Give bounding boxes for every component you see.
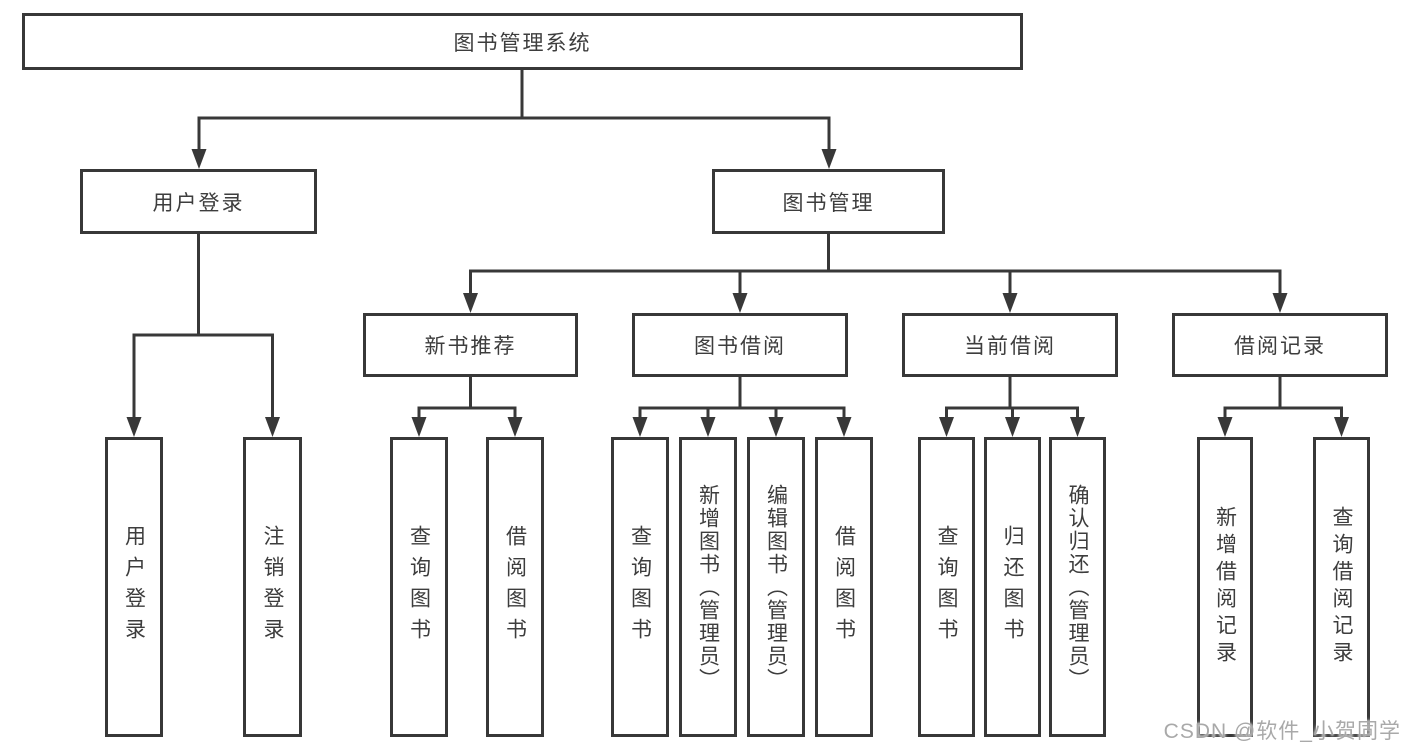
connector-record-to-leaves	[1217, 377, 1349, 437]
csdn-watermark: CSDN @软件_小贺同学	[1163, 720, 1401, 743]
connector-current-to-leaves	[939, 377, 1085, 437]
node-func-label: 查询借阅记录	[1330, 506, 1353, 668]
node-func-borrow-book-2: 借阅图书	[815, 437, 873, 737]
node-func-confirm-return-admin: 确认归还（管理员）	[1049, 437, 1106, 737]
node-module-label: 借阅记录	[1234, 335, 1326, 358]
node-module-new-book-recommend: 新书推荐	[363, 313, 578, 377]
node-func-query-book-1: 查询图书	[390, 437, 448, 737]
node-func-label: 编辑图书（管理员）	[764, 483, 788, 691]
node-func-label: 新增图书（管理员）	[696, 483, 720, 691]
node-func-label: 用户登录	[122, 525, 146, 649]
node-func-add-borrow-record: 新增借阅记录	[1197, 437, 1253, 737]
node-func-query-book-2: 查询图书	[611, 437, 669, 737]
node-func-label: 归还图书	[1001, 525, 1024, 649]
node-func-label: 借阅图书	[832, 525, 856, 649]
node-func-label: 注销登录	[261, 525, 284, 649]
node-func-label: 确认归还（管理员）	[1066, 483, 1089, 691]
node-func-query-book-3: 查询图书	[918, 437, 975, 737]
node-branch-label: 用户登录	[152, 191, 245, 215]
connector-root-to-branches	[191, 70, 837, 169]
node-module-current-borrow: 当前借阅	[902, 313, 1118, 377]
node-func-edit-book-admin: 编辑图书（管理员）	[747, 437, 805, 737]
node-func-logout: 注销登录	[243, 437, 302, 737]
node-func-borrow-book-1: 借阅图书	[486, 437, 544, 737]
node-func-add-book-admin: 新增图书（管理员）	[679, 437, 737, 737]
connector-userlogin-to-leaves	[126, 234, 280, 437]
node-branch-book-management: 图书管理	[712, 169, 945, 234]
node-module-book-borrow: 图书借阅	[632, 313, 848, 377]
connector-newbook-to-leaves	[411, 377, 523, 437]
node-func-label: 查询图书	[935, 525, 958, 649]
node-module-label: 当前借阅	[964, 335, 1056, 358]
node-module-label: 图书借阅	[694, 335, 786, 358]
node-func-label: 新增借阅记录	[1213, 506, 1237, 668]
node-root-label: 图书管理系统	[453, 31, 592, 55]
connector-borrow-to-leaves	[632, 377, 852, 437]
node-module-label: 新书推荐	[424, 335, 517, 358]
node-module-borrow-record: 借阅记录	[1172, 313, 1388, 377]
node-func-label: 查询图书	[407, 525, 431, 649]
node-root-system: 图书管理系统	[22, 13, 1023, 70]
node-branch-user-login: 用户登录	[80, 169, 317, 234]
node-func-return-book: 归还图书	[984, 437, 1041, 737]
connector-bookmgmt-to-modules	[463, 233, 1288, 313]
node-func-label: 借阅图书	[503, 525, 527, 649]
node-func-user-login: 用户登录	[105, 437, 163, 737]
node-func-query-borrow-record: 查询借阅记录	[1313, 437, 1370, 737]
node-branch-label: 图书管理	[782, 191, 875, 215]
node-func-label: 查询图书	[628, 525, 652, 649]
